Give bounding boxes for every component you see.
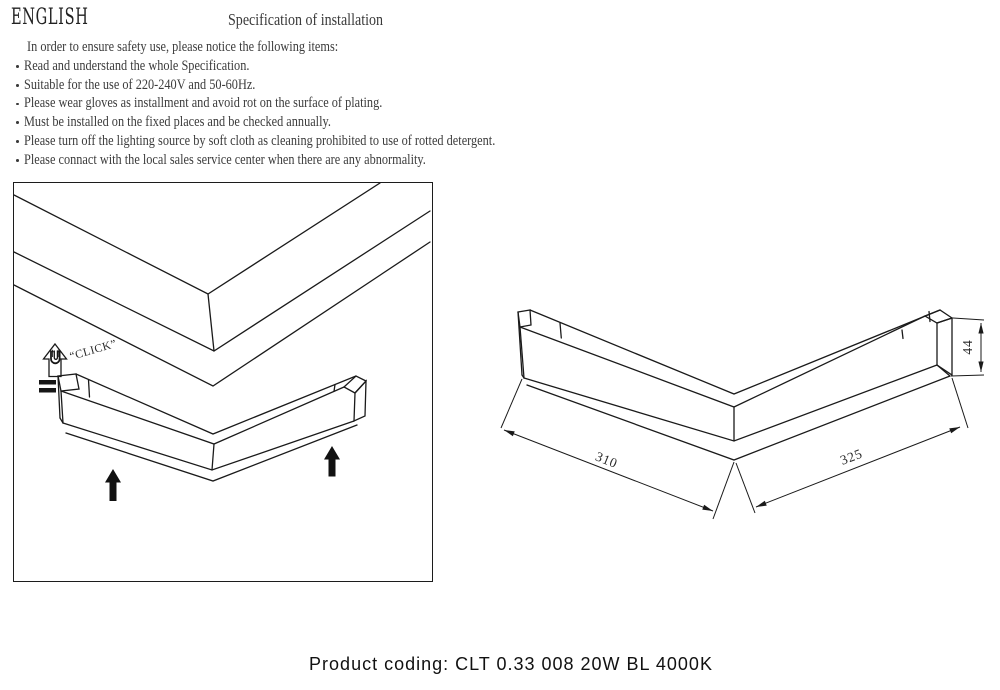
dimension-325-label: 325 bbox=[838, 446, 865, 468]
safety-item: Must be installed on the fixed places an… bbox=[0, 113, 720, 132]
language-label: ENGLISH bbox=[11, 5, 89, 30]
dimension-44: 44 bbox=[950, 317, 985, 377]
safety-intro-row: In order to ensure safety use, please no… bbox=[0, 38, 720, 57]
bullet-dot-icon bbox=[16, 102, 19, 106]
installation-diagram-box: “CLICK” bbox=[13, 182, 433, 582]
safety-item: Please wear gloves as installment and av… bbox=[0, 94, 720, 113]
bullet-dot-icon bbox=[16, 65, 19, 68]
up-arrow-left-icon bbox=[105, 469, 121, 501]
safety-item-text: Must be installed on the fixed places an… bbox=[23, 114, 331, 131]
corner-fixture-dimensioned-drawing bbox=[517, 309, 954, 461]
push-direction-arrows bbox=[105, 446, 340, 501]
safety-item: Read and understand the whole Specificat… bbox=[0, 57, 720, 76]
product-coding-line: Product coding: CLT 0.33 008 20W BL 4000… bbox=[309, 654, 713, 674]
dimension-diagram: 310 325 44 bbox=[500, 309, 985, 520]
safety-item: Suitable for the use of 220-240V and 50-… bbox=[0, 76, 720, 95]
click-label: “CLICK” bbox=[69, 338, 119, 363]
corner-fixture-drawing bbox=[57, 373, 368, 482]
safety-notice-list: In order to ensure safety use, please no… bbox=[0, 38, 720, 170]
safety-item-text: Please connact with the local sales serv… bbox=[23, 151, 426, 168]
bullet-dot-icon bbox=[16, 140, 19, 143]
bullet-dot-icon bbox=[16, 158, 19, 162]
safety-item-text: Read and understand the whole Specificat… bbox=[23, 57, 250, 74]
bullet-dot-icon bbox=[16, 121, 19, 125]
bullet-dot-icon bbox=[16, 83, 19, 87]
ceiling-slab-drawing bbox=[14, 183, 431, 387]
dimension-44-label: 44 bbox=[960, 339, 975, 354]
up-arrow-right-icon bbox=[324, 446, 340, 477]
dimension-310: 310 bbox=[500, 378, 735, 520]
page-title: Specification of installation bbox=[228, 10, 384, 29]
safety-item-text: Suitable for the use of 220-240V and 50-… bbox=[23, 76, 256, 93]
dimension-310-label: 310 bbox=[593, 449, 620, 471]
safety-item: Please connact with the local sales serv… bbox=[0, 151, 720, 170]
safety-item: Please turn off the lighting source by s… bbox=[0, 132, 720, 151]
safety-item-text: Please turn off the lighting source by s… bbox=[23, 132, 496, 149]
installation-diagram: “CLICK” bbox=[14, 183, 431, 501]
magnet-click-icon bbox=[39, 342, 68, 393]
safety-item-text: Please wear gloves as installment and av… bbox=[23, 95, 383, 112]
safety-intro-text: In order to ensure safety use, please no… bbox=[27, 39, 339, 55]
